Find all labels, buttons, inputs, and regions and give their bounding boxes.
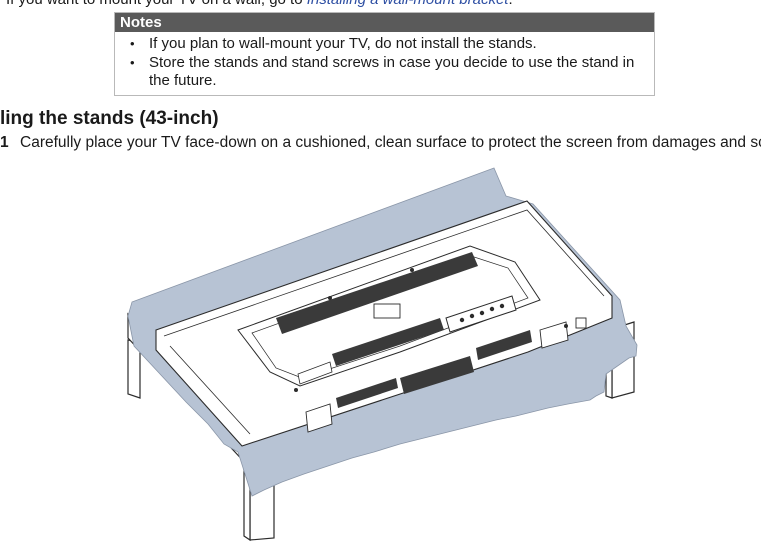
note-item: • Store the stands and stand screws in ca… [115, 54, 654, 91]
bullet-icon: • [130, 36, 135, 51]
step-text: Carefully place your TV face-down on a c… [20, 134, 761, 151]
step-1: 1 Carefully place your TV face-down on a … [0, 134, 761, 152]
note-item: • If you plan to wall-mount your TV, do n… [115, 35, 654, 54]
intro-text: If you want to mount your TV on a wall, … [6, 0, 307, 8]
section-heading: ling the stands (43-inch) [0, 108, 219, 129]
tv-back [155, 200, 613, 447]
intro-line: If you want to mount your TV on a wall, … [6, 0, 513, 8]
wall-mount-link[interactable]: Installing a wall-mount bracket [307, 0, 509, 8]
bullet-icon: • [130, 54, 135, 70]
notes-box: Notes • If you plan to wall-mount your TV… [114, 12, 655, 96]
intro-end: . [508, 0, 512, 8]
note-text: Store the stands and stand screws in cas… [149, 53, 635, 90]
step-number: 1 [0, 134, 9, 151]
note-text: If you plan to wall-mount your TV, do no… [149, 35, 537, 52]
notes-list: • If you plan to wall-mount your TV, do n… [115, 32, 654, 91]
notes-title: Notes [115, 13, 654, 32]
